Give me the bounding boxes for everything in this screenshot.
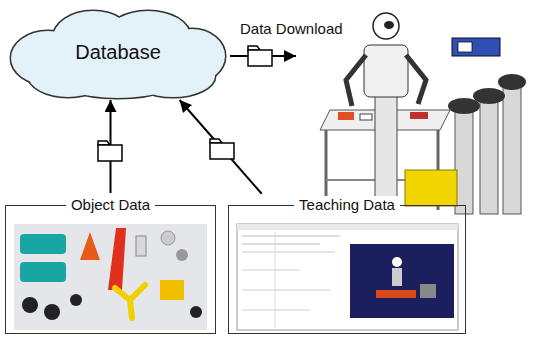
robot-illustration [410,112,428,119]
folder-icon [98,141,122,161]
software-screenshot [237,224,458,230]
software-screenshot [237,224,458,330]
robot-illustration [375,95,397,207]
robot-illustration [338,112,354,120]
robot-illustration [458,42,472,52]
object-photo [115,285,145,318]
panel-border [228,205,466,334]
robot-illustration [448,98,480,114]
software-screenshot [242,244,320,245]
software-screenshot [242,252,335,253]
robot-illustration [320,13,526,214]
software-screenshot [242,310,310,311]
node-title: Database [75,41,161,64]
object-photo [160,280,184,300]
robot-illustration [384,21,394,29]
object-photo [20,234,66,254]
panel-border [5,205,216,334]
folder-icon [248,50,272,66]
software-screenshot [350,244,454,318]
folder-icon [210,139,234,159]
folder-icon [210,143,234,159]
robot-illustration [455,108,473,214]
object-photo [22,297,38,313]
robot-illustration [406,55,426,104]
robot-illustration [452,38,500,56]
object-photo [70,294,82,306]
folder-icon [248,46,272,66]
object-photo [14,224,207,330]
panel-heading: Object Data [66,196,155,214]
object-photo [108,228,126,290]
data-panel: Object Data [5,196,216,336]
object-photo [161,231,175,245]
software-screenshot [376,290,416,298]
database-cloud: Database [8,8,228,100]
upload-arrow [180,100,262,194]
robot-illustration [480,98,498,214]
robot-illustration [364,45,408,97]
robot-illustration [473,88,505,104]
object-photo [136,236,146,256]
software-screenshot [420,284,436,298]
software-screenshot [392,268,402,286]
robot-illustration [405,170,457,206]
software-screenshot [242,290,330,291]
robot-illustration [503,84,521,214]
data-panel: Teaching Data [228,196,466,336]
robot-illustration [346,55,366,106]
software-screenshot [275,232,276,328]
object-photo [80,232,100,260]
arrow-label: Data Download [240,20,343,37]
object-photo [190,306,202,318]
software-screenshot [242,270,300,271]
folder-icon [98,145,122,161]
software-screenshot [242,236,340,237]
object-photo [14,224,207,330]
robot-illustration [373,13,399,39]
robot-illustration [498,74,526,90]
object-photo [176,249,188,261]
object-photo [44,304,60,320]
software-screenshot [392,257,402,267]
robot-illustration [360,114,372,120]
panel-heading: Teaching Data [294,196,400,214]
object-photo [20,262,66,282]
software-screenshot [237,224,458,330]
